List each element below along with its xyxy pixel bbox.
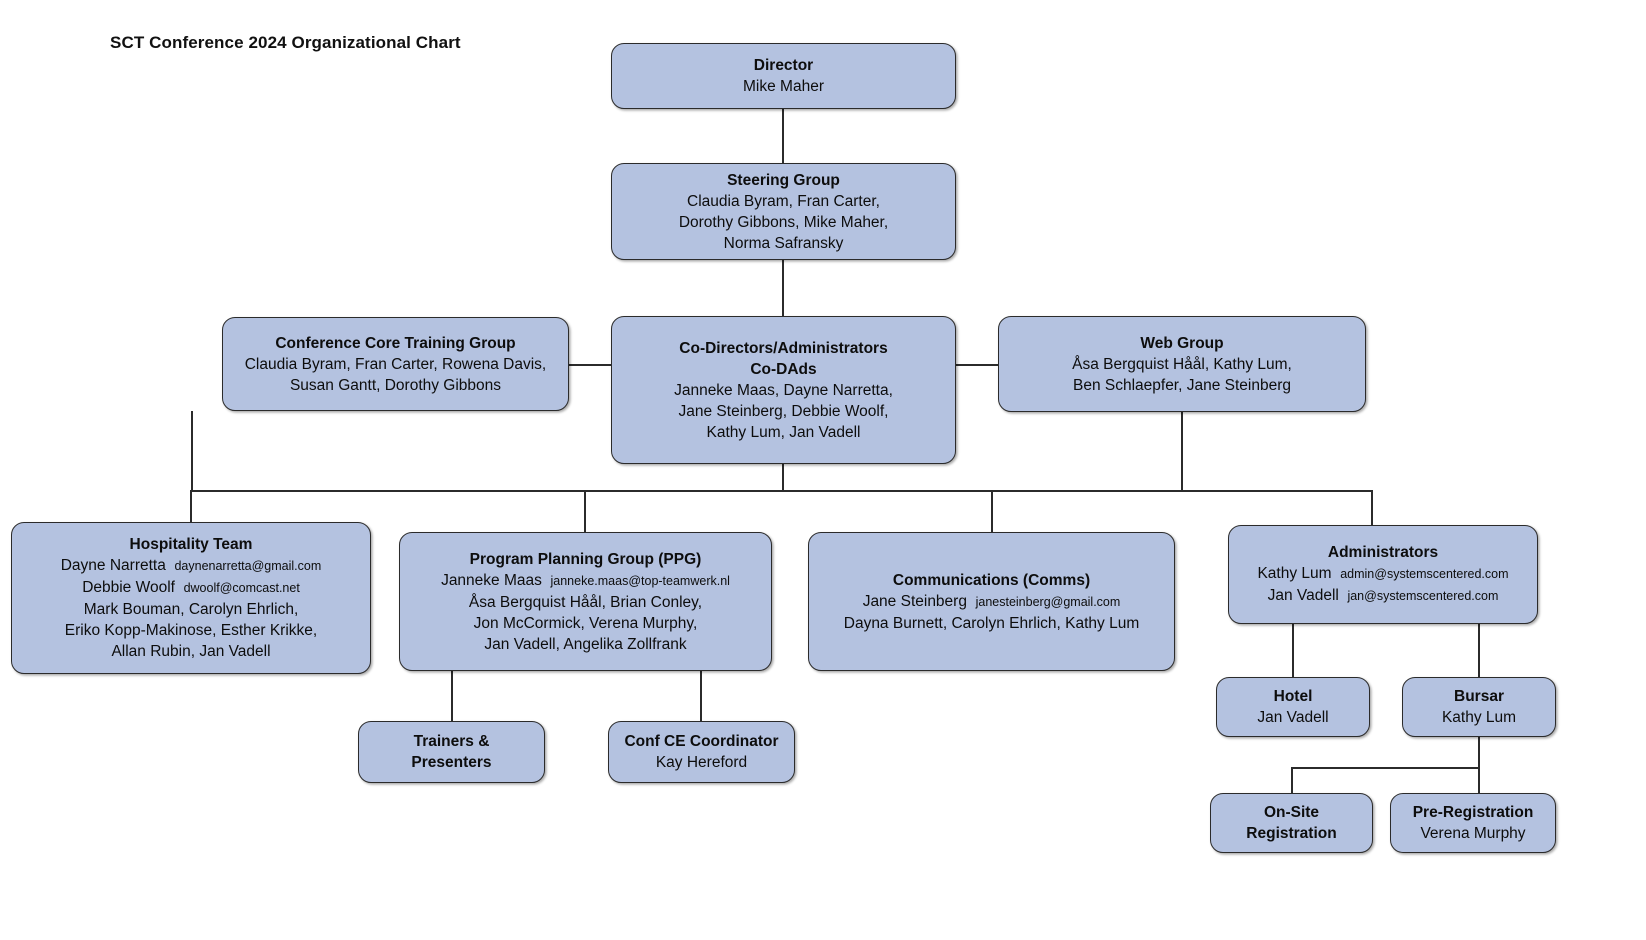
connector-ppg-trainers (451, 670, 453, 722)
node-director-title: Director (753, 57, 814, 74)
connector-web-down (1181, 411, 1183, 491)
node-conf-ce-coordinator[interactable]: Conf CE Coordinator Kay Hereford (608, 721, 795, 783)
node-conference-core-training-group[interactable]: Conference Core Training Group Claudia B… (222, 317, 569, 411)
node-hotel-title: Hotel (1273, 688, 1313, 705)
node-confce-title: Conf CE Coordinator (624, 733, 779, 750)
node-comms-person-1: Jane Steinberg janesteinberg@gmail.com (863, 591, 1121, 613)
connector-steering-codads (782, 259, 784, 316)
node-trainers-presenters[interactable]: Trainers & Presenters (358, 721, 545, 783)
connector-drop-onsite (1291, 767, 1293, 794)
node-on-site-registration[interactable]: On-Site Registration (1210, 793, 1373, 853)
connector-registration-bus (1291, 767, 1479, 769)
connector-drop-hospitality (190, 490, 192, 523)
connector-drop-comms (991, 490, 993, 533)
node-hotel[interactable]: Hotel Jan Vadell (1216, 677, 1370, 737)
node-web-group-line-2: Ben Schlaepfer, Jane Steinberg (1072, 376, 1291, 394)
node-hospitality-team[interactable]: Hospitality Team Dayne Narretta daynenar… (11, 522, 371, 674)
node-hospitality-person-1-name: Dayne Narretta (60, 557, 166, 574)
node-hospitality-line-3: Allan Rubin, Jan Vadell (111, 643, 271, 660)
node-ppg-person-1-name: Janneke Maas (441, 571, 542, 589)
node-prereg-line-1: Verena Murphy (1420, 825, 1526, 842)
node-ppg-line-3: Jan Vadell, Angelika Zollfrank (484, 635, 687, 653)
node-director[interactable]: Director Mike Maher (611, 43, 956, 109)
node-administrators-title: Administrators (1327, 544, 1439, 561)
node-director-line-1: Mike Maher (743, 78, 824, 95)
node-co-dads-line-2: Jane Steinberg, Debbie Woolf, (678, 402, 889, 420)
node-hospitality-line-2: Eriko Kopp-Makinose, Esther Krikke, (64, 622, 318, 639)
node-hospitality-person-2-email: dwoolf@comcast.net (183, 581, 300, 595)
connector-codads-down (782, 463, 784, 491)
node-cctg-line-2: Susan Gantt, Dorothy Gibbons (289, 376, 502, 394)
connector-web-bus (990, 490, 1372, 492)
connector-cctg-down (191, 411, 193, 491)
connector-director-steering (782, 108, 784, 164)
node-trainers-title: Trainers & (413, 733, 490, 750)
node-cctg-line-1: Claudia Byram, Fran Carter, Rowena Davis… (244, 355, 547, 373)
node-comms-title: Communications (Comms) (892, 571, 1091, 589)
node-hospitality-title: Hospitality Team (129, 536, 253, 553)
node-communications[interactable]: Communications (Comms) Jane Steinberg ja… (808, 532, 1175, 671)
connector-admins-bursar (1478, 623, 1480, 678)
node-comms-line-1: Dayna Burnett, Carolyn Ehrlich, Kathy Lu… (843, 614, 1140, 632)
node-steering-group-line-3: Norma Safransky (723, 234, 844, 252)
connector-drop-ppg (584, 490, 586, 533)
node-web-group-line-1: Åsa Bergquist Håål, Kathy Lum, (1072, 355, 1292, 373)
node-program-planning-group[interactable]: Program Planning Group (PPG) Janneke Maa… (399, 532, 772, 671)
node-steering-group-line-1: Claudia Byram, Fran Carter, (687, 192, 880, 210)
connector-cctg-bus (190, 490, 585, 492)
connector-codads-web (955, 364, 999, 366)
node-hospitality-person-1-email: daynenarretta@gmail.com (174, 559, 322, 573)
page-title: SCT Conference 2024 Organizational Chart (110, 33, 461, 52)
node-co-dads-line-1: Janneke Maas, Dayne Narretta, (674, 381, 893, 399)
node-co-dads-line-3: Kathy Lum, Jan Vadell (706, 423, 861, 441)
node-administrators-person-2: Jan Vadell jan@systemscentered.com (1268, 585, 1499, 607)
node-bursar-title: Bursar (1454, 688, 1504, 705)
node-prereg-title: Pre-Registration (1412, 804, 1534, 821)
node-steering-group-line-2: Dorothy Gibbons, Mike Maher, (678, 213, 889, 231)
node-ppg-line-1: Åsa Bergquist Håål, Brian Conley, (468, 593, 703, 611)
node-ppg-title: Program Planning Group (PPG) (469, 550, 702, 568)
connector-codads-cctg (568, 364, 612, 366)
node-ppg-person-1-email: janneke.maas@top-teamwerk.nl (550, 573, 730, 588)
connector-ppg-confce (700, 670, 702, 722)
node-onsite-title: On-Site (1263, 804, 1320, 821)
node-comms-person-1-name: Jane Steinberg (862, 592, 967, 610)
node-co-dads[interactable]: Co-Directors/Administrators Co-DAds Jann… (611, 316, 956, 464)
connector-bursar-down (1478, 737, 1480, 768)
node-cctg-title: Conference Core Training Group (275, 334, 516, 352)
node-steering-group[interactable]: Steering Group Claudia Byram, Fran Carte… (611, 163, 956, 260)
node-bursar-line-1: Kathy Lum (1441, 709, 1517, 726)
node-hospitality-person-2: Debbie Woolf dwoolf@comcast.net (82, 577, 300, 599)
node-pre-registration[interactable]: Pre-Registration Verena Murphy (1390, 793, 1556, 853)
node-administrators-person-2-name: Jan Vadell (1267, 587, 1339, 604)
node-administrators-person-2-email: jan@systemscentered.com (1347, 589, 1499, 603)
node-trainers-subtitle: Presenters (411, 754, 492, 771)
node-hotel-line-1: Jan Vadell (1257, 709, 1329, 726)
node-ppg-person-1: Janneke Maas janneke.maas@top-teamwerk.n… (441, 570, 730, 592)
node-web-group-title: Web Group (1140, 334, 1224, 352)
connector-admins-hotel (1292, 623, 1294, 678)
node-ppg-line-2: Jon McCormick, Verena Murphy, (473, 614, 698, 632)
node-hospitality-person-1: Dayne Narretta daynenarretta@gmail.com (61, 555, 322, 577)
node-administrators-person-1: Kathy Lum admin@systemscentered.com (1257, 563, 1508, 585)
node-bursar[interactable]: Bursar Kathy Lum (1402, 677, 1556, 737)
connector-codads-bus (584, 490, 992, 492)
node-hospitality-person-2-name: Debbie Woolf (82, 579, 175, 596)
node-steering-group-title: Steering Group (727, 171, 840, 189)
node-administrators[interactable]: Administrators Kathy Lum admin@systemsce… (1228, 525, 1538, 624)
node-hospitality-line-1: Mark Bouman, Carolyn Ehrlich, (83, 601, 299, 618)
node-web-group[interactable]: Web Group Åsa Bergquist Håål, Kathy Lum,… (998, 316, 1366, 412)
node-co-dads-title: Co-Directors/Administrators (679, 339, 888, 357)
node-administrators-person-1-email: admin@systemscentered.com (1340, 567, 1509, 581)
connector-drop-prereg (1478, 767, 1480, 794)
node-administrators-person-1-name: Kathy Lum (1257, 565, 1332, 582)
node-confce-line-1: Kay Hereford (655, 754, 748, 771)
node-comms-person-1-email: janesteinberg@gmail.com (975, 594, 1121, 609)
connector-drop-admins (1371, 490, 1373, 526)
node-onsite-subtitle: Registration (1246, 825, 1337, 842)
node-co-dads-subtitle: Co-DAds (750, 360, 817, 378)
